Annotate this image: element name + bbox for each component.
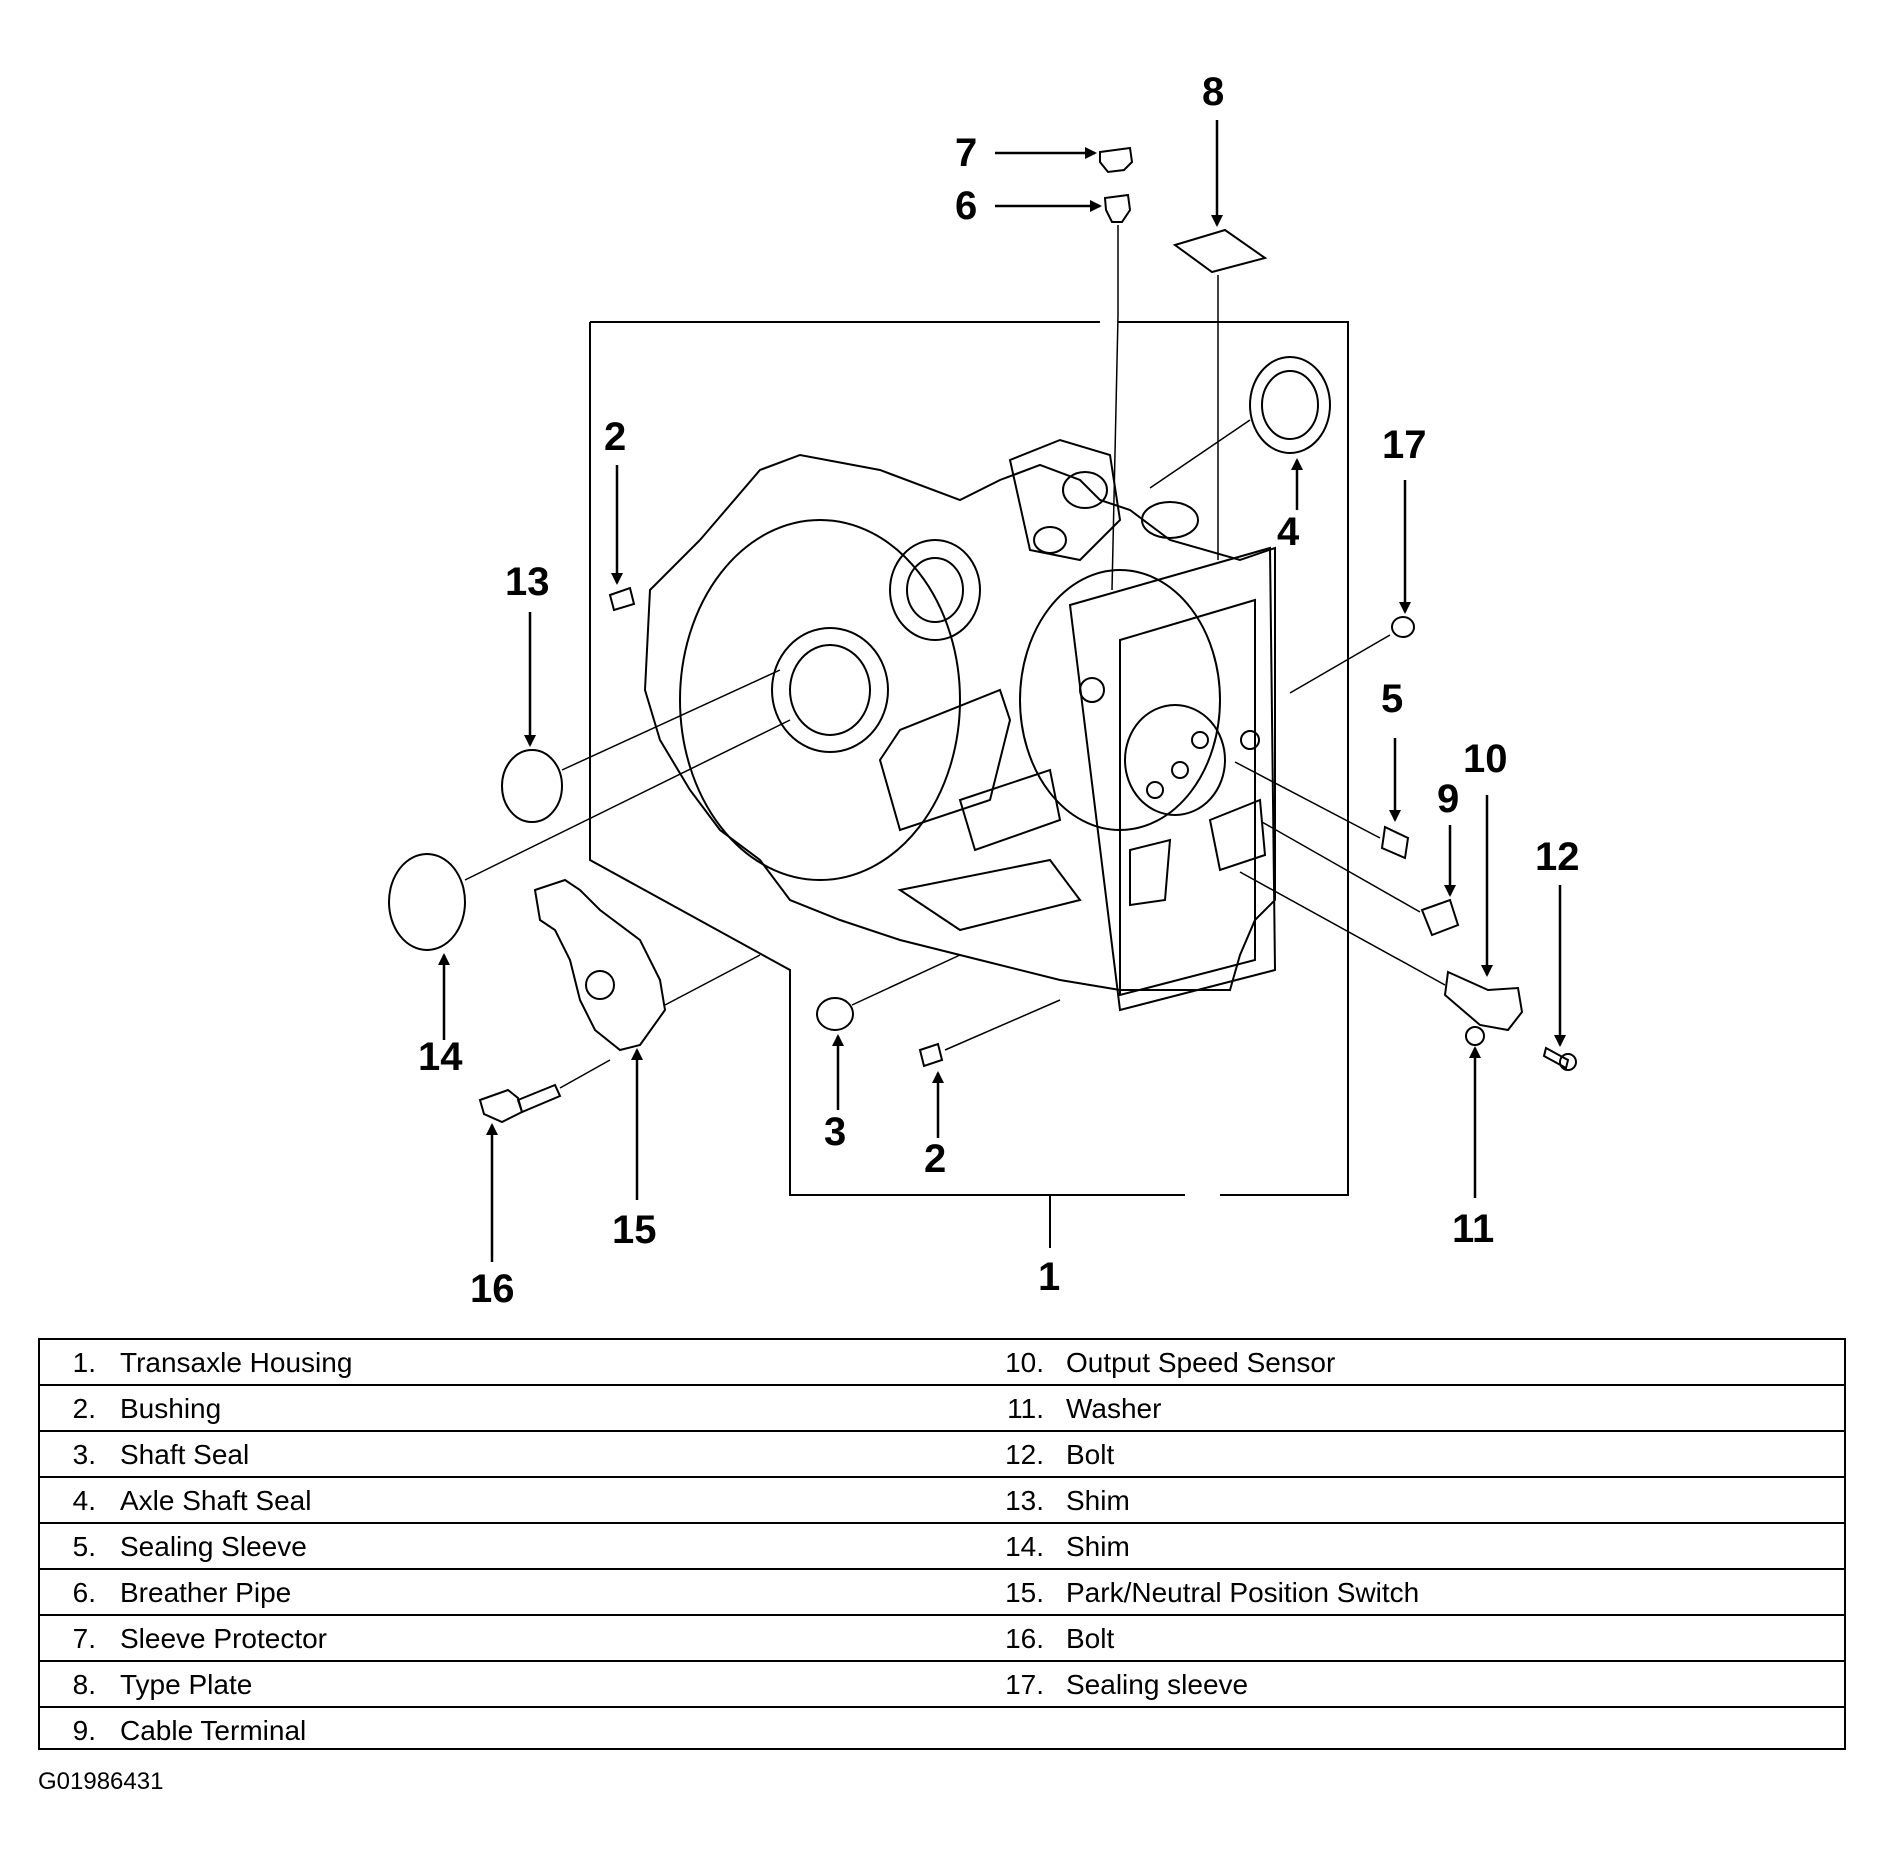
legend-row: 1. Transaxle Housing 10. Output Speed Se… [40, 1340, 1844, 1386]
legend-number: 6. [72, 1577, 96, 1608]
legend-number: 14. [1005, 1531, 1044, 1562]
legend-row: 7. Sleeve Protector 16. Bolt [40, 1616, 1844, 1662]
shaft-seal [816, 997, 854, 1031]
housing-bracket [1118, 321, 1349, 1196]
legend-label: Sleeve Protector [120, 1623, 327, 1654]
legend-label: Sealing sleeve [1066, 1669, 1249, 1700]
callout-9: 9 [1437, 777, 1459, 821]
parts-legend-table: 1. Transaxle Housing 10. Output Speed Se… [38, 1338, 1846, 1750]
legend-number: 13. [1005, 1485, 1044, 1516]
legend-label: Park/Neutral Position Switch [1066, 1577, 1420, 1608]
callout-3: 3 [824, 1110, 846, 1154]
legend-label: Bolt [1066, 1439, 1115, 1470]
callout-12: 12 [1535, 835, 1580, 879]
callout-13: 13 [505, 560, 550, 604]
legend-number: 16. [1005, 1623, 1044, 1654]
legend-row: 3. Shaft Seal 12. Bolt [40, 1432, 1844, 1478]
legend-label: Breather Pipe [120, 1577, 292, 1608]
sealing-sleeve-17 [1391, 616, 1415, 638]
legend-label: Shim [1066, 1485, 1130, 1516]
transaxle-housing [643, 438, 1277, 1012]
legend-label: Cable Terminal [120, 1715, 307, 1746]
legend-row: 4. Axle Shaft Seal 13. Shim [40, 1478, 1844, 1524]
legend-label: Type Plate [120, 1669, 253, 1700]
callout-15: 15 [612, 1208, 657, 1252]
sealing-sleeve-5 [1380, 825, 1410, 860]
legend-number: 3. [72, 1439, 96, 1470]
cable-terminal [1420, 898, 1460, 937]
callout-2-lower: 2 [924, 1137, 946, 1181]
callout-16: 16 [470, 1267, 515, 1311]
bolt-12 [1542, 1046, 1570, 1070]
exploded-view-diagram: 8 7 6 2 4 17 5 10 9 12 13 14 3 2 15 16 1… [388, 70, 1580, 1311]
legend-number: 1. [72, 1347, 96, 1378]
washer [1465, 1026, 1485, 1046]
legend-label: Shim [1066, 1531, 1130, 1562]
legend-number: 10. [1005, 1347, 1044, 1378]
legend-label: Transaxle Housing [120, 1347, 353, 1378]
bushing-lower [918, 1042, 944, 1068]
legend-label: Bushing [120, 1393, 222, 1424]
legend-row: 5. Sealing Sleeve 14. Shim [40, 1524, 1844, 1570]
legend-label: Shaft Seal [120, 1439, 250, 1470]
callout-17: 17 [1382, 423, 1427, 467]
legend-row: 2. Bushing 11. Washer [40, 1386, 1844, 1432]
legend-label: Washer [1066, 1393, 1162, 1424]
callout-6: 6 [955, 184, 977, 228]
legend-row: 6. Breather Pipe 15. Park/Neutral Positi… [40, 1570, 1844, 1616]
legend-number: 5. [72, 1531, 96, 1562]
callout-11: 11 [1452, 1207, 1494, 1251]
callout-10: 10 [1463, 737, 1508, 781]
breather-pipe [1103, 193, 1132, 223]
legend-number: 4. [72, 1485, 96, 1516]
legend-number: 2. [72, 1393, 96, 1424]
legend-label: Output Speed Sensor [1066, 1347, 1336, 1378]
shim-13 [501, 749, 563, 823]
legend-label: Axle Shaft Seal [120, 1485, 312, 1516]
legend-number: 12. [1005, 1439, 1044, 1470]
callout-14: 14 [418, 1035, 463, 1079]
legend-row: 9. Cable Terminal [40, 1708, 1844, 1754]
legend-number: 7. [72, 1623, 96, 1654]
legend-label: Bolt [1066, 1623, 1115, 1654]
housing-bracket-left [589, 322, 1185, 1196]
legend-number: 17. [1005, 1669, 1044, 1700]
callout-8: 8 [1202, 70, 1224, 114]
callout-7: 7 [955, 131, 977, 175]
legend-row: 8. Type Plate 17. Sealing sleeve [40, 1662, 1844, 1708]
axle-shaft-seal [1249, 356, 1331, 454]
legend-label: Sealing Sleeve [120, 1531, 307, 1562]
legend-number: 8. [72, 1669, 96, 1700]
legend-number: 15. [1005, 1577, 1044, 1608]
callout-1: 1 [1038, 1255, 1060, 1299]
shim-14 [388, 853, 466, 951]
bolt-16 [478, 1088, 524, 1124]
park-neutral-position-switch [533, 878, 667, 1052]
callout-4: 4 [1277, 510, 1300, 554]
output-speed-sensor [1443, 970, 1524, 1032]
callout-2-upper: 2 [604, 415, 626, 459]
legend-number: 11. [1007, 1393, 1044, 1424]
callout-5: 5 [1381, 677, 1403, 721]
legend-number: 9. [72, 1715, 96, 1746]
bushing-upper [608, 586, 636, 612]
sleeve-protector [1099, 146, 1134, 174]
type-plate [1172, 228, 1268, 274]
figure-id: G01986431 [38, 1768, 164, 1795]
